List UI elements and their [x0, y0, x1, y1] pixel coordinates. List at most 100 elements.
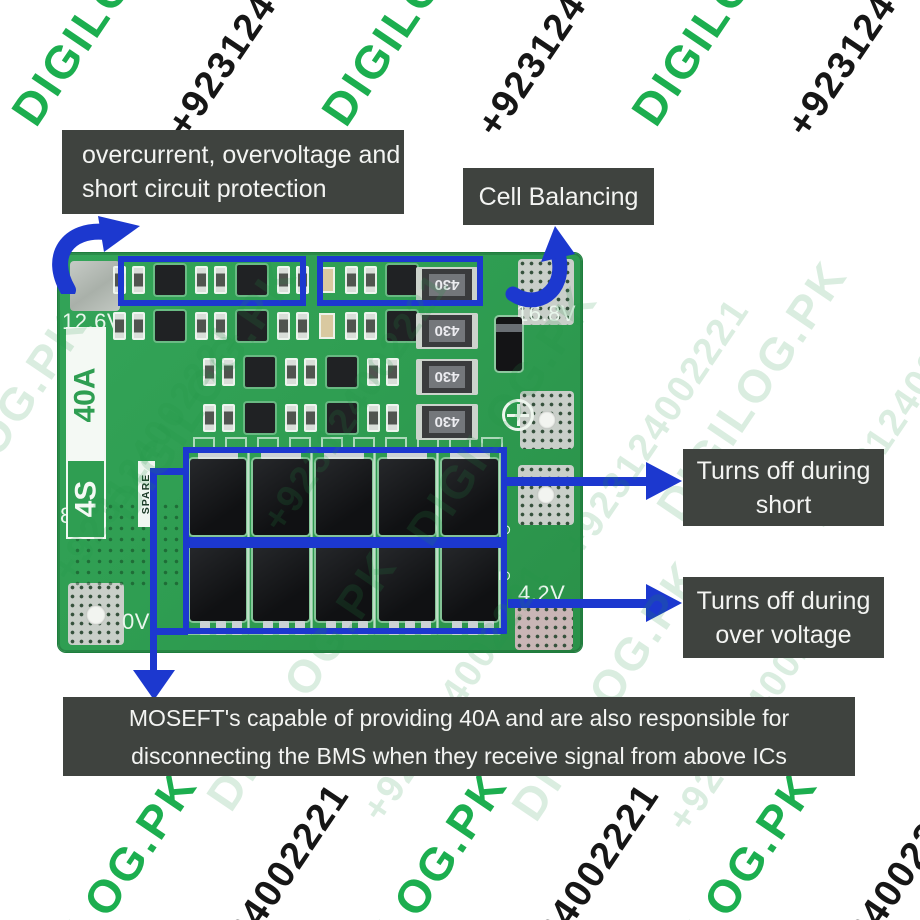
smd-resistor [222, 358, 235, 386]
balance-resistor-body: 430 [422, 406, 472, 438]
smd-ic-chip [245, 357, 275, 387]
smd-resistor [345, 312, 358, 340]
smd-resistor [285, 358, 298, 386]
smd-resistor [113, 312, 126, 340]
smd-resistor [386, 404, 399, 432]
mounting-hole [537, 486, 555, 504]
smd-ic-chip [155, 311, 185, 341]
balance-resistor: 430 [416, 404, 478, 440]
mounting-hole [538, 411, 556, 429]
callout-short-line2: short [755, 490, 812, 519]
callout-mosfet-line2: disconnecting the BMS when they receive … [131, 742, 787, 769]
arrow-right-icon [646, 462, 682, 500]
smd-ic-chip [387, 265, 417, 295]
smd-resistor [386, 358, 399, 386]
mosfet [316, 459, 372, 535]
smd-resistor [203, 358, 216, 386]
callout-mosfet-note: MOSEFT's capable of providing 40A and ar… [63, 697, 855, 776]
smd-resistor [195, 266, 208, 294]
smd-resistor [132, 266, 145, 294]
smd-ic-chip [327, 403, 357, 433]
watermark-brand: DIGILOG.PK [310, 0, 523, 135]
mosfet [379, 459, 435, 535]
smd-resistor [296, 312, 309, 340]
arrow-shaft [508, 599, 648, 608]
smd-resistor [222, 404, 235, 432]
mounting-hole [86, 605, 106, 625]
smd-resistor [367, 358, 380, 386]
smd-ic-chip [327, 357, 357, 387]
watermark-brand: DIGILOG.PK [620, 0, 833, 135]
balance-resistor: 430 [416, 267, 478, 303]
callout-overvoltage-line1: Turns off during [696, 586, 871, 615]
mosfet [253, 459, 309, 535]
balance-resistor-body: 430 [422, 361, 472, 393]
mosfet [316, 545, 372, 621]
mosfet [190, 459, 246, 535]
smd-resistor [132, 312, 145, 340]
balance-resistor-body: 430 [422, 269, 472, 301]
callout-cell-balancing: Cell Balancing [463, 168, 654, 225]
connector-line [150, 628, 188, 635]
mosfet-row-outline-top [183, 447, 507, 543]
watermark-phone: +923124002221 [469, 0, 673, 145]
smd-ic-chip [245, 403, 275, 433]
connector-line [150, 468, 157, 672]
smd-resistor [367, 404, 380, 432]
balance-resistor: 430 [416, 313, 478, 349]
solder-pad [518, 465, 574, 525]
callout-turns-off-overvoltage: Turns off during over voltage [683, 577, 884, 658]
callout-protection-line2: short circuit protection [82, 175, 327, 203]
mosfet [379, 545, 435, 621]
smd-ic-chip [387, 311, 417, 341]
solder-pad [68, 583, 124, 645]
connector-line [150, 468, 188, 475]
watermark-brand: DIGILOG.PK [0, 760, 208, 920]
mosfet-row-outline-bottom [183, 542, 507, 634]
smd-resistor [214, 266, 227, 294]
mosfet [442, 459, 498, 535]
watermark-brand: DIGILOG.PK [0, 0, 213, 135]
watermark-phone: +923124002221 [464, 775, 668, 920]
curved-arrow-up-icon [505, 226, 575, 308]
callout-protection-line1: overcurrent, overvoltage and [82, 141, 401, 169]
arrow-right-icon [646, 584, 682, 622]
plus-terminal-icon [502, 399, 534, 431]
arrow-down-icon [133, 670, 175, 700]
smd-resistor [364, 312, 377, 340]
balance-resistor-column: 430 430 430 430 [58, 253, 582, 652]
smd-resistor [364, 266, 377, 294]
smd-resistor [285, 404, 298, 432]
balance-resistor: 430 [416, 359, 478, 395]
diode [496, 317, 522, 371]
smd-resistor [345, 266, 358, 294]
board-label-0v: 0V [122, 609, 150, 634]
smd-ic-chip [155, 265, 185, 295]
model-series: 4S [68, 461, 104, 537]
model-badge: 40A 4S [66, 327, 106, 539]
callout-cell-balancing-label: Cell Balancing [478, 182, 639, 211]
solder-pad [515, 605, 573, 650]
callout-mosfet-line1: MOSEFT's capable of providing 40A and ar… [128, 704, 790, 731]
mosfet [442, 545, 498, 621]
smd-capacitor [319, 313, 335, 339]
solder-pad [70, 261, 120, 311]
balance-resistor-body: 430 [422, 315, 472, 347]
watermark-phone: +923124002221 [779, 0, 920, 145]
curved-arrow-up-icon [52, 216, 140, 294]
smd-resistor [304, 358, 317, 386]
callout-turns-off-short: Turns off during short [683, 449, 884, 526]
watermark-phone: +923124002221 [159, 0, 363, 145]
smd-resistor [277, 312, 290, 340]
callout-protection: overcurrent, overvoltage and short circu… [62, 130, 404, 214]
watermark-brand: DIGILOG.PK [306, 760, 518, 920]
smd-resistor [304, 404, 317, 432]
watermark-brand: DIGILOG.PK [616, 760, 828, 920]
smd-resistor [214, 312, 227, 340]
watermark-phone: +923124002221 [154, 775, 358, 920]
smd-resistor [195, 312, 208, 340]
callout-overvoltage-line2: over voltage [715, 620, 852, 649]
model-current: 40A [68, 329, 104, 461]
smd-ic-chip [237, 265, 267, 295]
